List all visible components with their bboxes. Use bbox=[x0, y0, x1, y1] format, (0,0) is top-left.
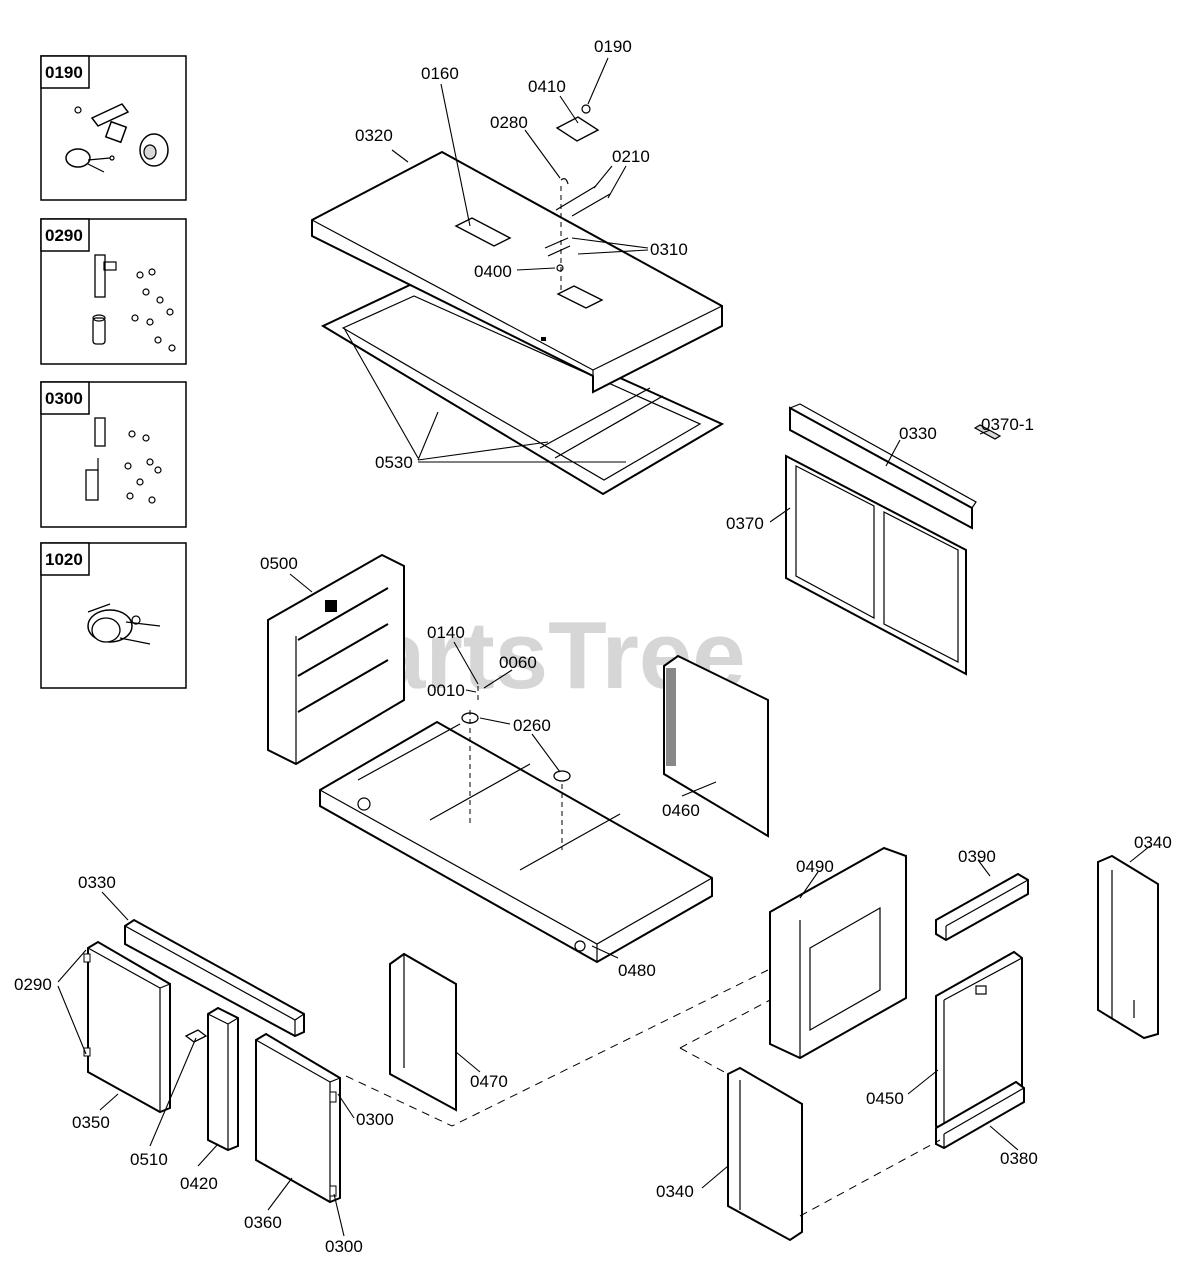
callout-0310[interactable]: 0310 bbox=[650, 240, 688, 259]
detail-box-1020-label: 1020 bbox=[45, 550, 83, 569]
part-0380-rail[interactable] bbox=[935, 1080, 1025, 1150]
hinge-set-icon bbox=[85, 417, 162, 504]
leader-lines bbox=[57, 57, 1151, 1237]
callout-0450[interactable]: 0450 bbox=[866, 1089, 904, 1108]
part-0330-top-rail[interactable] bbox=[789, 403, 977, 530]
detail-box-0190[interactable]: 0190 bbox=[40, 55, 187, 201]
part-0480-base[interactable] bbox=[319, 720, 713, 964]
callout-0140[interactable]: 0140 bbox=[427, 623, 465, 642]
callout-0300-b[interactable]: 0300 bbox=[325, 1237, 363, 1256]
callout-0410[interactable]: 0410 bbox=[528, 77, 566, 96]
part-0360-door[interactable] bbox=[255, 1032, 341, 1204]
callout-0280[interactable]: 0280 bbox=[490, 113, 528, 132]
callout-0330-top[interactable]: 0330 bbox=[899, 424, 937, 443]
detail-box-0290[interactable]: 0290 bbox=[40, 218, 187, 365]
callout-0190[interactable]: 0190 bbox=[594, 37, 632, 56]
hinge-set-icon bbox=[92, 254, 176, 352]
part-0460-panel[interactable] bbox=[663, 654, 769, 838]
part-0340-bottom-upright[interactable] bbox=[727, 1066, 803, 1242]
part-0490-side-frame[interactable] bbox=[769, 846, 907, 1060]
callout-0340-bottom[interactable]: 0340 bbox=[656, 1182, 694, 1201]
callout-0260[interactable]: 0260 bbox=[513, 716, 551, 735]
callout-0510[interactable]: 0510 bbox=[130, 1150, 168, 1169]
part-0420-post[interactable] bbox=[207, 1006, 239, 1152]
callout-0360[interactable]: 0360 bbox=[244, 1213, 282, 1232]
callout-0370[interactable]: 0370 bbox=[726, 514, 764, 533]
callout-0460[interactable]: 0460 bbox=[662, 801, 700, 820]
part-0510-latch[interactable] bbox=[184, 1029, 208, 1043]
callout-0330-bottom[interactable]: 0330 bbox=[78, 873, 116, 892]
detail-box-0190-label: 0190 bbox=[45, 63, 83, 82]
detail-box-0300-label: 0300 bbox=[45, 389, 83, 408]
detail-box-1020[interactable]: 1020 bbox=[40, 542, 187, 689]
callout-0340-right[interactable]: 0340 bbox=[1134, 833, 1172, 852]
part-0340-right-upright[interactable] bbox=[1097, 854, 1159, 1040]
callout-0350[interactable]: 0350 bbox=[72, 1113, 110, 1132]
callout-0380[interactable]: 0380 bbox=[1000, 1149, 1038, 1168]
part-0330-bottom-rail[interactable] bbox=[124, 918, 305, 1038]
part-0530-frame[interactable] bbox=[320, 282, 725, 496]
assembly-lines bbox=[345, 969, 941, 1217]
callout-0390[interactable]: 0390 bbox=[958, 847, 996, 866]
callout-0160[interactable]: 0160 bbox=[421, 64, 459, 83]
detail-box-0300[interactable]: 0300 bbox=[40, 381, 187, 528]
top-small-parts bbox=[555, 104, 611, 290]
center-small-parts bbox=[461, 686, 571, 850]
callout-0400[interactable]: 0400 bbox=[474, 262, 512, 281]
part-0470-panel[interactable] bbox=[389, 952, 457, 1112]
callout-0300-a[interactable]: 0300 bbox=[356, 1110, 394, 1129]
key-ring-icon bbox=[87, 603, 161, 645]
part-0410-plate[interactable] bbox=[555, 116, 600, 142]
part-0350-door[interactable] bbox=[83, 940, 171, 1114]
detail-box-0290-label: 0290 bbox=[45, 226, 83, 245]
callout-0490[interactable]: 0490 bbox=[796, 857, 834, 876]
callout-0500[interactable]: 0500 bbox=[260, 554, 298, 573]
callout-0060[interactable]: 0060 bbox=[499, 653, 537, 672]
callout-0370-1[interactable]: 0370-1 bbox=[981, 415, 1034, 434]
part-0500-side-panel[interactable] bbox=[267, 553, 405, 766]
part-0390-rail[interactable] bbox=[935, 872, 1029, 942]
callout-0320[interactable]: 0320 bbox=[355, 126, 393, 145]
part-0370-1-handle[interactable] bbox=[973, 424, 1002, 440]
callout-0210[interactable]: 0210 bbox=[612, 147, 650, 166]
callout-0530[interactable]: 0530 bbox=[375, 453, 413, 472]
callout-0010[interactable]: 0010 bbox=[427, 681, 465, 700]
callout-0290[interactable]: 0290 bbox=[14, 975, 52, 994]
callout-0480[interactable]: 0480 bbox=[618, 961, 656, 980]
callout-labels: 0190 0160 0410 0280 0320 0210 0310 0400 … bbox=[14, 37, 1172, 1256]
part-0370-door[interactable] bbox=[785, 454, 967, 676]
lock-parts-icon bbox=[65, 103, 169, 173]
callout-0420[interactable]: 0420 bbox=[180, 1174, 218, 1193]
callout-0470[interactable]: 0470 bbox=[470, 1072, 508, 1091]
